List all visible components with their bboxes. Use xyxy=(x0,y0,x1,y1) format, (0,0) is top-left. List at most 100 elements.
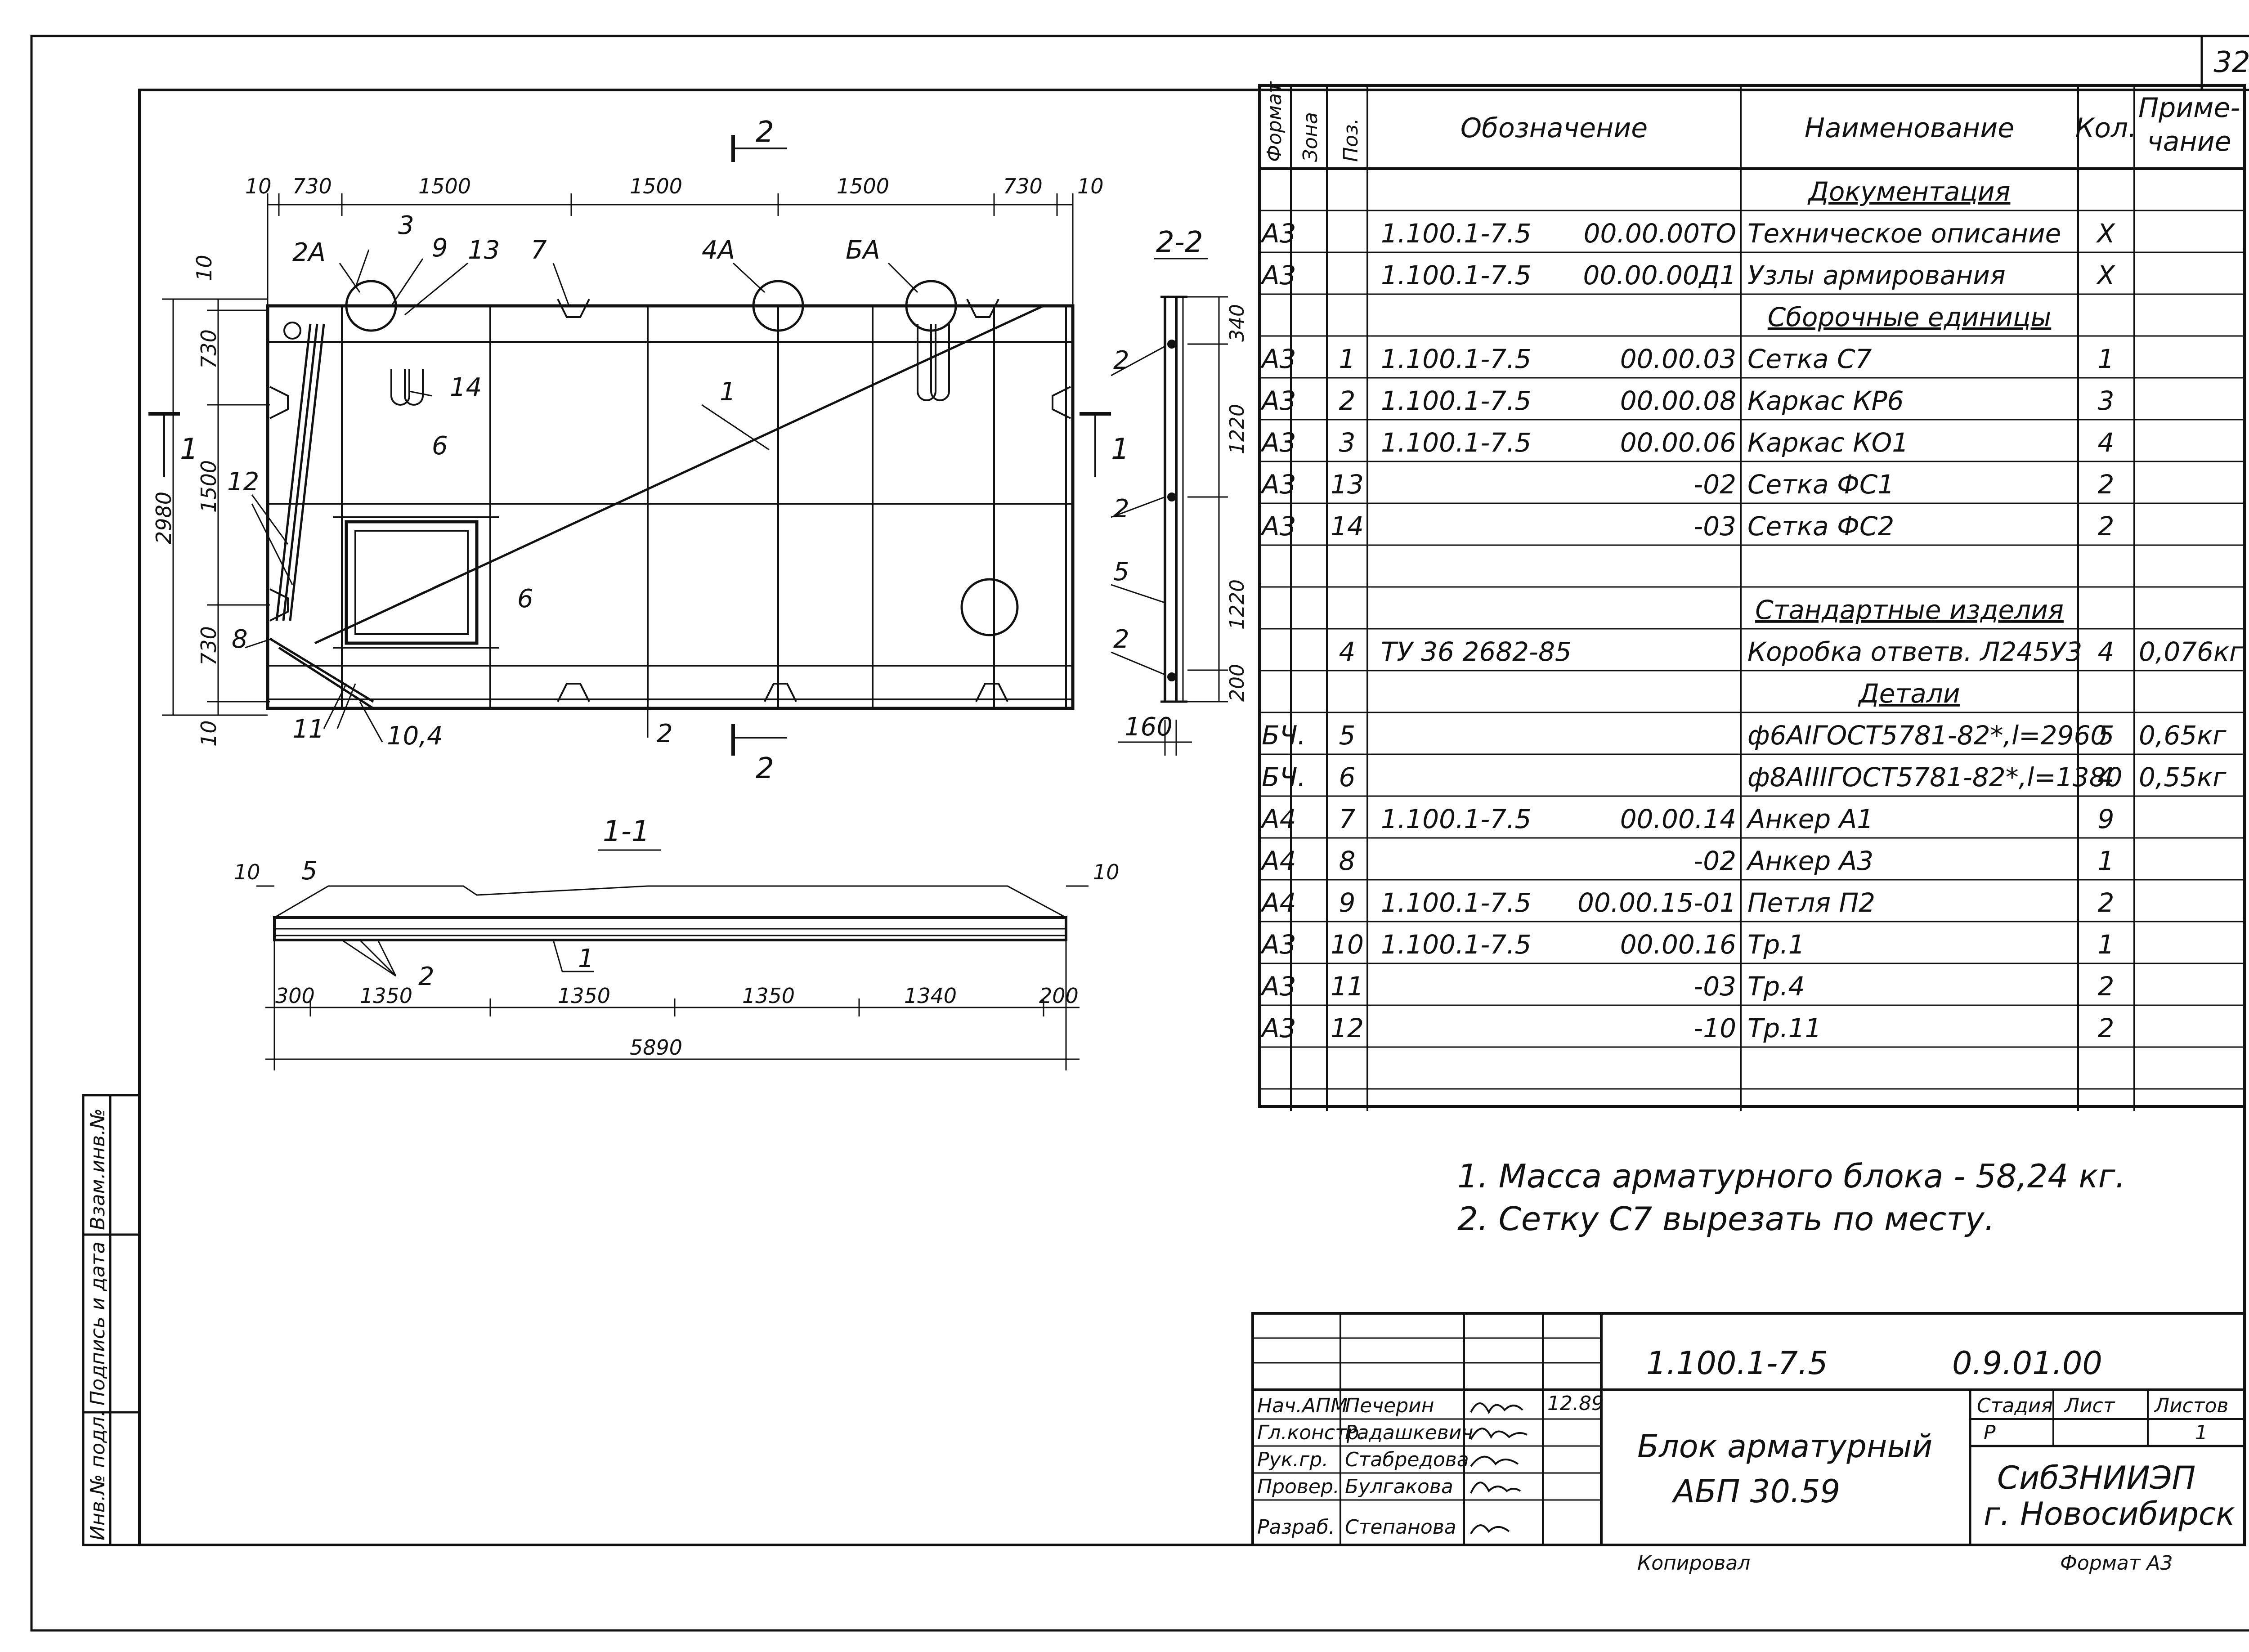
s11-dim-1350b: 1350 xyxy=(558,984,610,1008)
callout-2a: 2A xyxy=(292,238,326,267)
callout-12: 12 xyxy=(227,467,259,497)
spec-cell-des2: -03 xyxy=(1693,971,1736,1002)
spec-cell-des2: 00.00.08 xyxy=(1620,385,1736,416)
spec-cell-name: Сетка С7 xyxy=(1747,344,1872,374)
tb-role-4: Разраб. xyxy=(1257,1516,1335,1539)
main-plan-labels: 10 730 1500 1500 1500 730 10 10 730 1500… xyxy=(152,116,1129,785)
tb-role-1: Гл.констр. xyxy=(1257,1421,1366,1444)
callout-9: 9 xyxy=(432,233,448,263)
callout-13: 13 xyxy=(468,236,500,265)
spec-cell-des2: 00.00.16 xyxy=(1620,929,1736,960)
s22-dim-1220b: 1220 xyxy=(1226,579,1249,630)
spec-cell-des2: 00.00.06 xyxy=(1620,427,1736,458)
callout-2-bottom: 2 xyxy=(657,719,673,748)
callout-1: 1 xyxy=(720,377,736,407)
tb-title-line-1: Блок арматурный xyxy=(1637,1428,1932,1465)
spec-cell-name: Каркас КО1 xyxy=(1747,427,1909,458)
spec-cell-qty: Х xyxy=(2096,218,2115,249)
s22-dim-340: 340 xyxy=(1226,304,1249,342)
section-mark-2-bottom: 2 xyxy=(756,752,774,785)
main-plan xyxy=(148,135,1111,756)
spec-cell-name: Техническое описание xyxy=(1747,218,2061,249)
spec-cell-name: Сетка ФС1 xyxy=(1747,469,1894,500)
spec-cell-pos: 10 xyxy=(1331,929,1364,960)
s11-end-dim-right: 10 xyxy=(1093,860,1120,884)
tb-designation: 1.100.1-7.5 xyxy=(1646,1345,1828,1382)
spec-cell-name: Анкер А1 xyxy=(1746,804,1873,834)
spec-header-designation: Обозначение xyxy=(1461,112,1648,144)
tb-sheet-label: Лист xyxy=(2064,1394,2115,1417)
spec-cell-des1: ТУ 36 2682-85 xyxy=(1381,636,1572,667)
tb-date: 12.89 xyxy=(1547,1392,1604,1415)
spec-cell-format: А3 xyxy=(1260,344,1296,374)
tb-name-3: Булгакова xyxy=(1345,1475,1453,1498)
spec-cell-pos: 8 xyxy=(1339,846,1356,876)
s11-callout-2: 2 xyxy=(418,962,435,991)
spec-cell-format: А3 xyxy=(1260,260,1296,291)
s22-dim-1220a: 1220 xyxy=(1226,404,1249,454)
top-dim-730b: 730 xyxy=(1003,174,1043,198)
spec-cell-name: Петля П2 xyxy=(1747,887,1875,918)
spec-cell-format: А3 xyxy=(1260,385,1296,416)
top-dim-1500a: 1500 xyxy=(418,174,471,198)
tb-role-2: Рук.гр. xyxy=(1257,1448,1328,1471)
spec-cell-des2: 00.00.15-01 xyxy=(1577,887,1736,918)
section-2-2 xyxy=(1111,258,1228,756)
spec-cell-name: Детали xyxy=(1857,678,1960,709)
tb-copied: Копировал xyxy=(1637,1552,1750,1575)
callout-ba: БА xyxy=(846,236,880,265)
signature-4 xyxy=(1470,1524,1510,1535)
tb-name-2: Стабредова xyxy=(1345,1448,1469,1471)
section-2-2-labels: 2-2 340 1220 1220 200 2 2 5 2 160 xyxy=(1113,226,1249,742)
left-dim-1500: 1500 xyxy=(197,460,221,513)
spec-cell-qty: 2 xyxy=(2098,511,2115,542)
spec-cell-pos: 9 xyxy=(1339,887,1356,918)
spec-cell-des1: 1.100.1-7.5 xyxy=(1381,427,1532,458)
signature-0 xyxy=(1470,1402,1523,1415)
spec-cell-pos: 13 xyxy=(1331,469,1364,500)
spec-cell-pos: 2 xyxy=(1339,385,1356,416)
spec-cell-des2: 00.00.03 xyxy=(1620,344,1736,374)
side-stamp-sign-date: Подпись и дата xyxy=(86,1242,109,1406)
s11-callout-5: 5 xyxy=(301,856,318,886)
spec-header-zone: Зона xyxy=(1299,112,1322,162)
s22-callout-2b: 2 xyxy=(1113,494,1129,524)
tb-org-line-1: СибЗНИИЭП xyxy=(1997,1459,2195,1496)
s22-width-160: 160 xyxy=(1124,712,1173,742)
spec-cell-qty: 5 xyxy=(2098,720,2115,751)
s11-dim-1350a: 1350 xyxy=(360,984,412,1008)
spec-cell-name: Стандартные изделия xyxy=(1755,595,2064,625)
spec-cell-pos: 12 xyxy=(1331,1013,1364,1043)
spec-cell-des1: 1.100.1-7.5 xyxy=(1381,218,1532,249)
callout-6a: 6 xyxy=(432,431,448,461)
spec-cell-name: Сетка ФС2 xyxy=(1747,511,1894,542)
spec-cell-format: А3 xyxy=(1260,511,1296,542)
spec-cell-name: ф8АIIIГОСТ5781-82*,l=1380 xyxy=(1747,762,2122,792)
spec-cell-name: Сборочные единицы xyxy=(1768,302,2052,332)
spec-cell-format: А3 xyxy=(1260,218,1296,249)
spec-cell-note: 0,55кг xyxy=(2139,762,2227,792)
side-stamp-inv: Инв.№ подл. xyxy=(86,1410,109,1540)
spec-cell-name: Документация xyxy=(1807,176,2011,207)
callout-14: 14 xyxy=(450,373,482,402)
callout-4a: 4A xyxy=(702,236,735,265)
section-1-1-title: 1-1 xyxy=(603,815,650,848)
spec-cell-qty: 2 xyxy=(2098,971,2115,1002)
spec-cell-qty: 4 xyxy=(2098,427,2115,458)
s22-callout-5: 5 xyxy=(1113,557,1129,586)
side-stamp xyxy=(82,1094,141,1546)
spec-cell-qty: Х xyxy=(2096,260,2115,291)
spec-cell-pos: 11 xyxy=(1331,971,1364,1002)
spec-cell-qty: 4 xyxy=(2098,636,2115,667)
spec-table-headers: Формат Зона Поз. Обозначение Наименовани… xyxy=(1263,81,2240,162)
spec-cell-qty: 4 xyxy=(2098,762,2115,792)
section-mark-1-right: 1 xyxy=(1111,433,1129,466)
callout-7: 7 xyxy=(531,236,547,265)
s11-overall-5890: 5890 xyxy=(630,1035,682,1060)
side-stamp-labels: Инв.№ подл. Подпись и дата Взам.инв.№ xyxy=(86,1108,109,1540)
spec-cell-qty: 1 xyxy=(2098,846,2115,876)
spec-cell-des2: 00.00.00Д1 xyxy=(1583,260,1737,291)
title-block xyxy=(1251,1312,2246,1546)
